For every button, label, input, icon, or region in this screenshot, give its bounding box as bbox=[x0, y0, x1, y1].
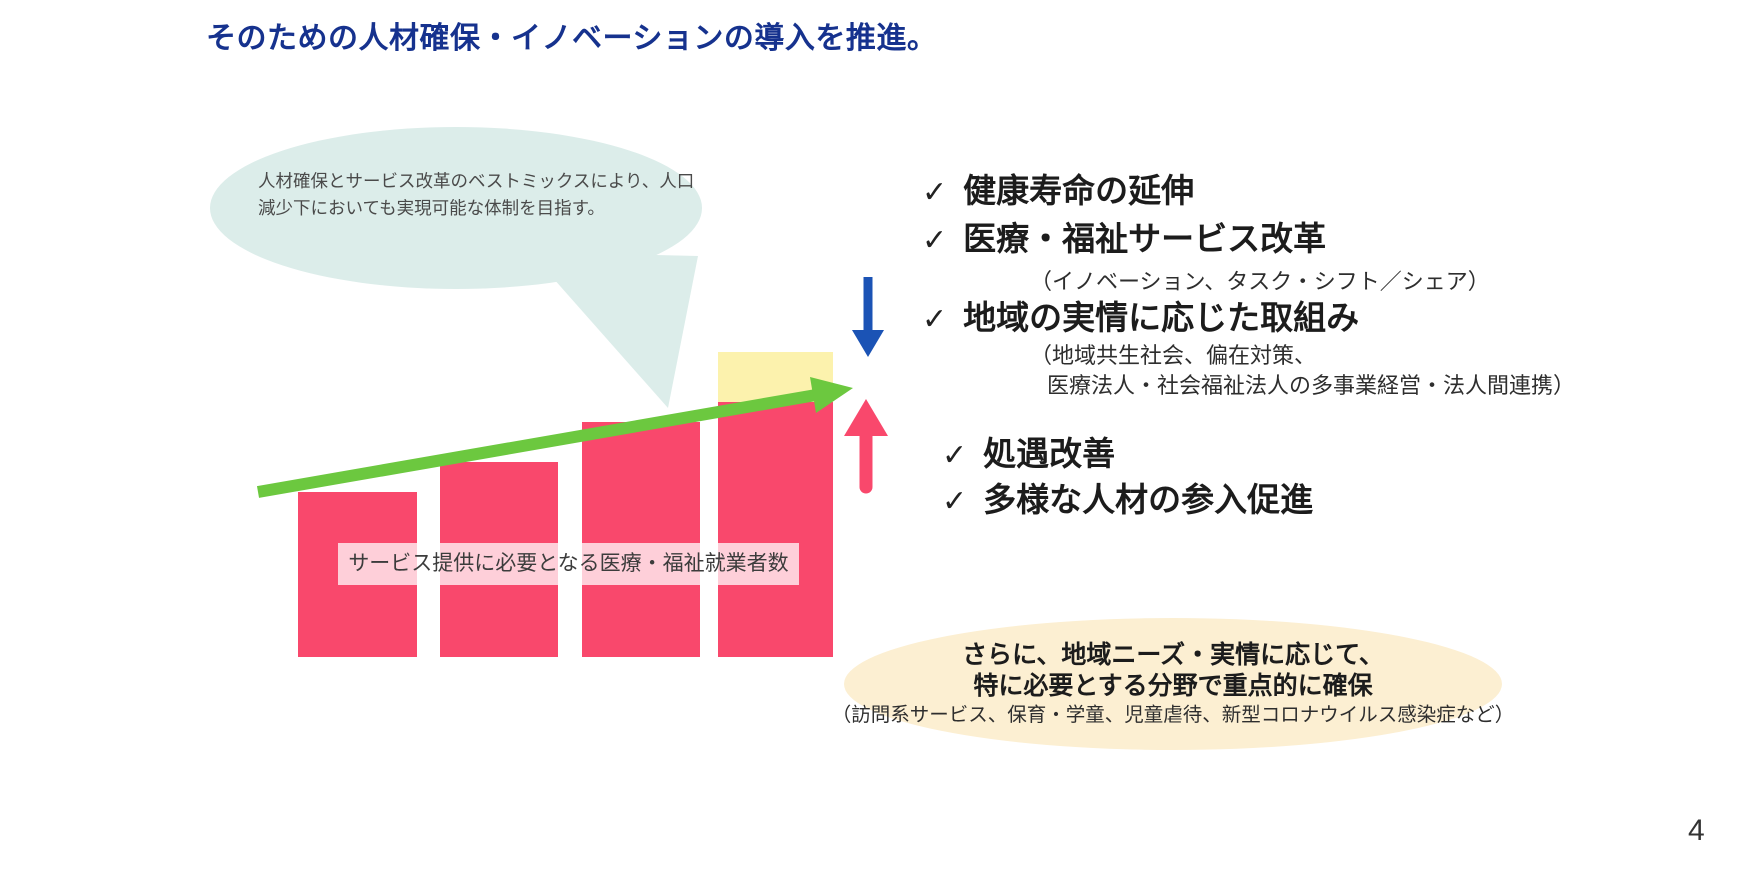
focus-ellipse: さらに、地域ニーズ・実情に応じて、 特に必要とする分野で重点的に確保 （訪問系サ… bbox=[832, 618, 1514, 750]
checklist-item-label: 多様な人材の参入促進 bbox=[983, 481, 1314, 518]
checklist-item-diverse-workforce: ✓ 多様な人材の参入促進 bbox=[942, 473, 1313, 521]
checklist-item-regional: ✓ 地域の実情に応じた取組み bbox=[922, 291, 1359, 339]
check-icon: ✓ bbox=[942, 485, 968, 518]
checklist-item-service-reform: ✓ 医療・福祉サービス改革 bbox=[922, 212, 1326, 260]
focus-line1: さらに、地域ニーズ・実情に応じて、 bbox=[962, 640, 1384, 669]
slide-title: そのための人材確保・イノベーションの導入を推進。 bbox=[206, 22, 938, 55]
chart-label: サービス提供に必要となる医療・福祉就業者数 bbox=[338, 543, 799, 585]
check-icon: ✓ bbox=[922, 176, 948, 209]
note-regional-line1: （地域共生社会、偏在対策、 bbox=[1030, 343, 1317, 368]
check-icon: ✓ bbox=[922, 303, 948, 336]
check-icon: ✓ bbox=[942, 439, 968, 472]
focus-line3: （訪問系サービス、保育・学童、児童虐待、新型コロナウイルス感染症など） bbox=[831, 703, 1515, 726]
checklist-item-health: ✓ 健康寿命の延伸 bbox=[922, 164, 1194, 212]
check-icon: ✓ bbox=[922, 224, 948, 257]
checklist-item-label: 健康寿命の延伸 bbox=[963, 172, 1195, 209]
note-innovation: （イノベーション、タスク・シフト／シェア） bbox=[1030, 269, 1490, 294]
speech-bubble-line2: 減少下においても実現可能な体制を目指す。 bbox=[258, 198, 605, 218]
down-arrow-icon bbox=[852, 277, 884, 357]
up-arrow-icon bbox=[844, 399, 888, 494]
bar-3 bbox=[582, 422, 700, 657]
checklist-item-label: 処遇改善 bbox=[983, 435, 1116, 472]
checklist-item-label: 医療・福祉サービス改革 bbox=[963, 220, 1327, 257]
bar-4 bbox=[718, 402, 833, 657]
speech-bubble bbox=[210, 127, 702, 289]
speech-bubble-text: 人材確保とサービス改革のベストミックスにより、人口 減少下においても実現可能な体… bbox=[258, 168, 694, 222]
page-number: 4 bbox=[1688, 814, 1705, 847]
bar-4-yellow-top bbox=[718, 352, 833, 402]
speech-bubble-line1: 人材確保とサービス改革のベストミックスにより、人口 bbox=[258, 171, 695, 191]
checklist-item-label: 地域の実情に応じた取組み bbox=[963, 299, 1360, 336]
focus-line2: 特に必要とする分野で重点的に確保 bbox=[973, 671, 1373, 700]
note-regional-line2: 医療法人・社会福祉法人の多事業経営・法人間連携） bbox=[1047, 373, 1576, 398]
checklist-item-treatment: ✓ 処遇改善 bbox=[942, 427, 1115, 475]
